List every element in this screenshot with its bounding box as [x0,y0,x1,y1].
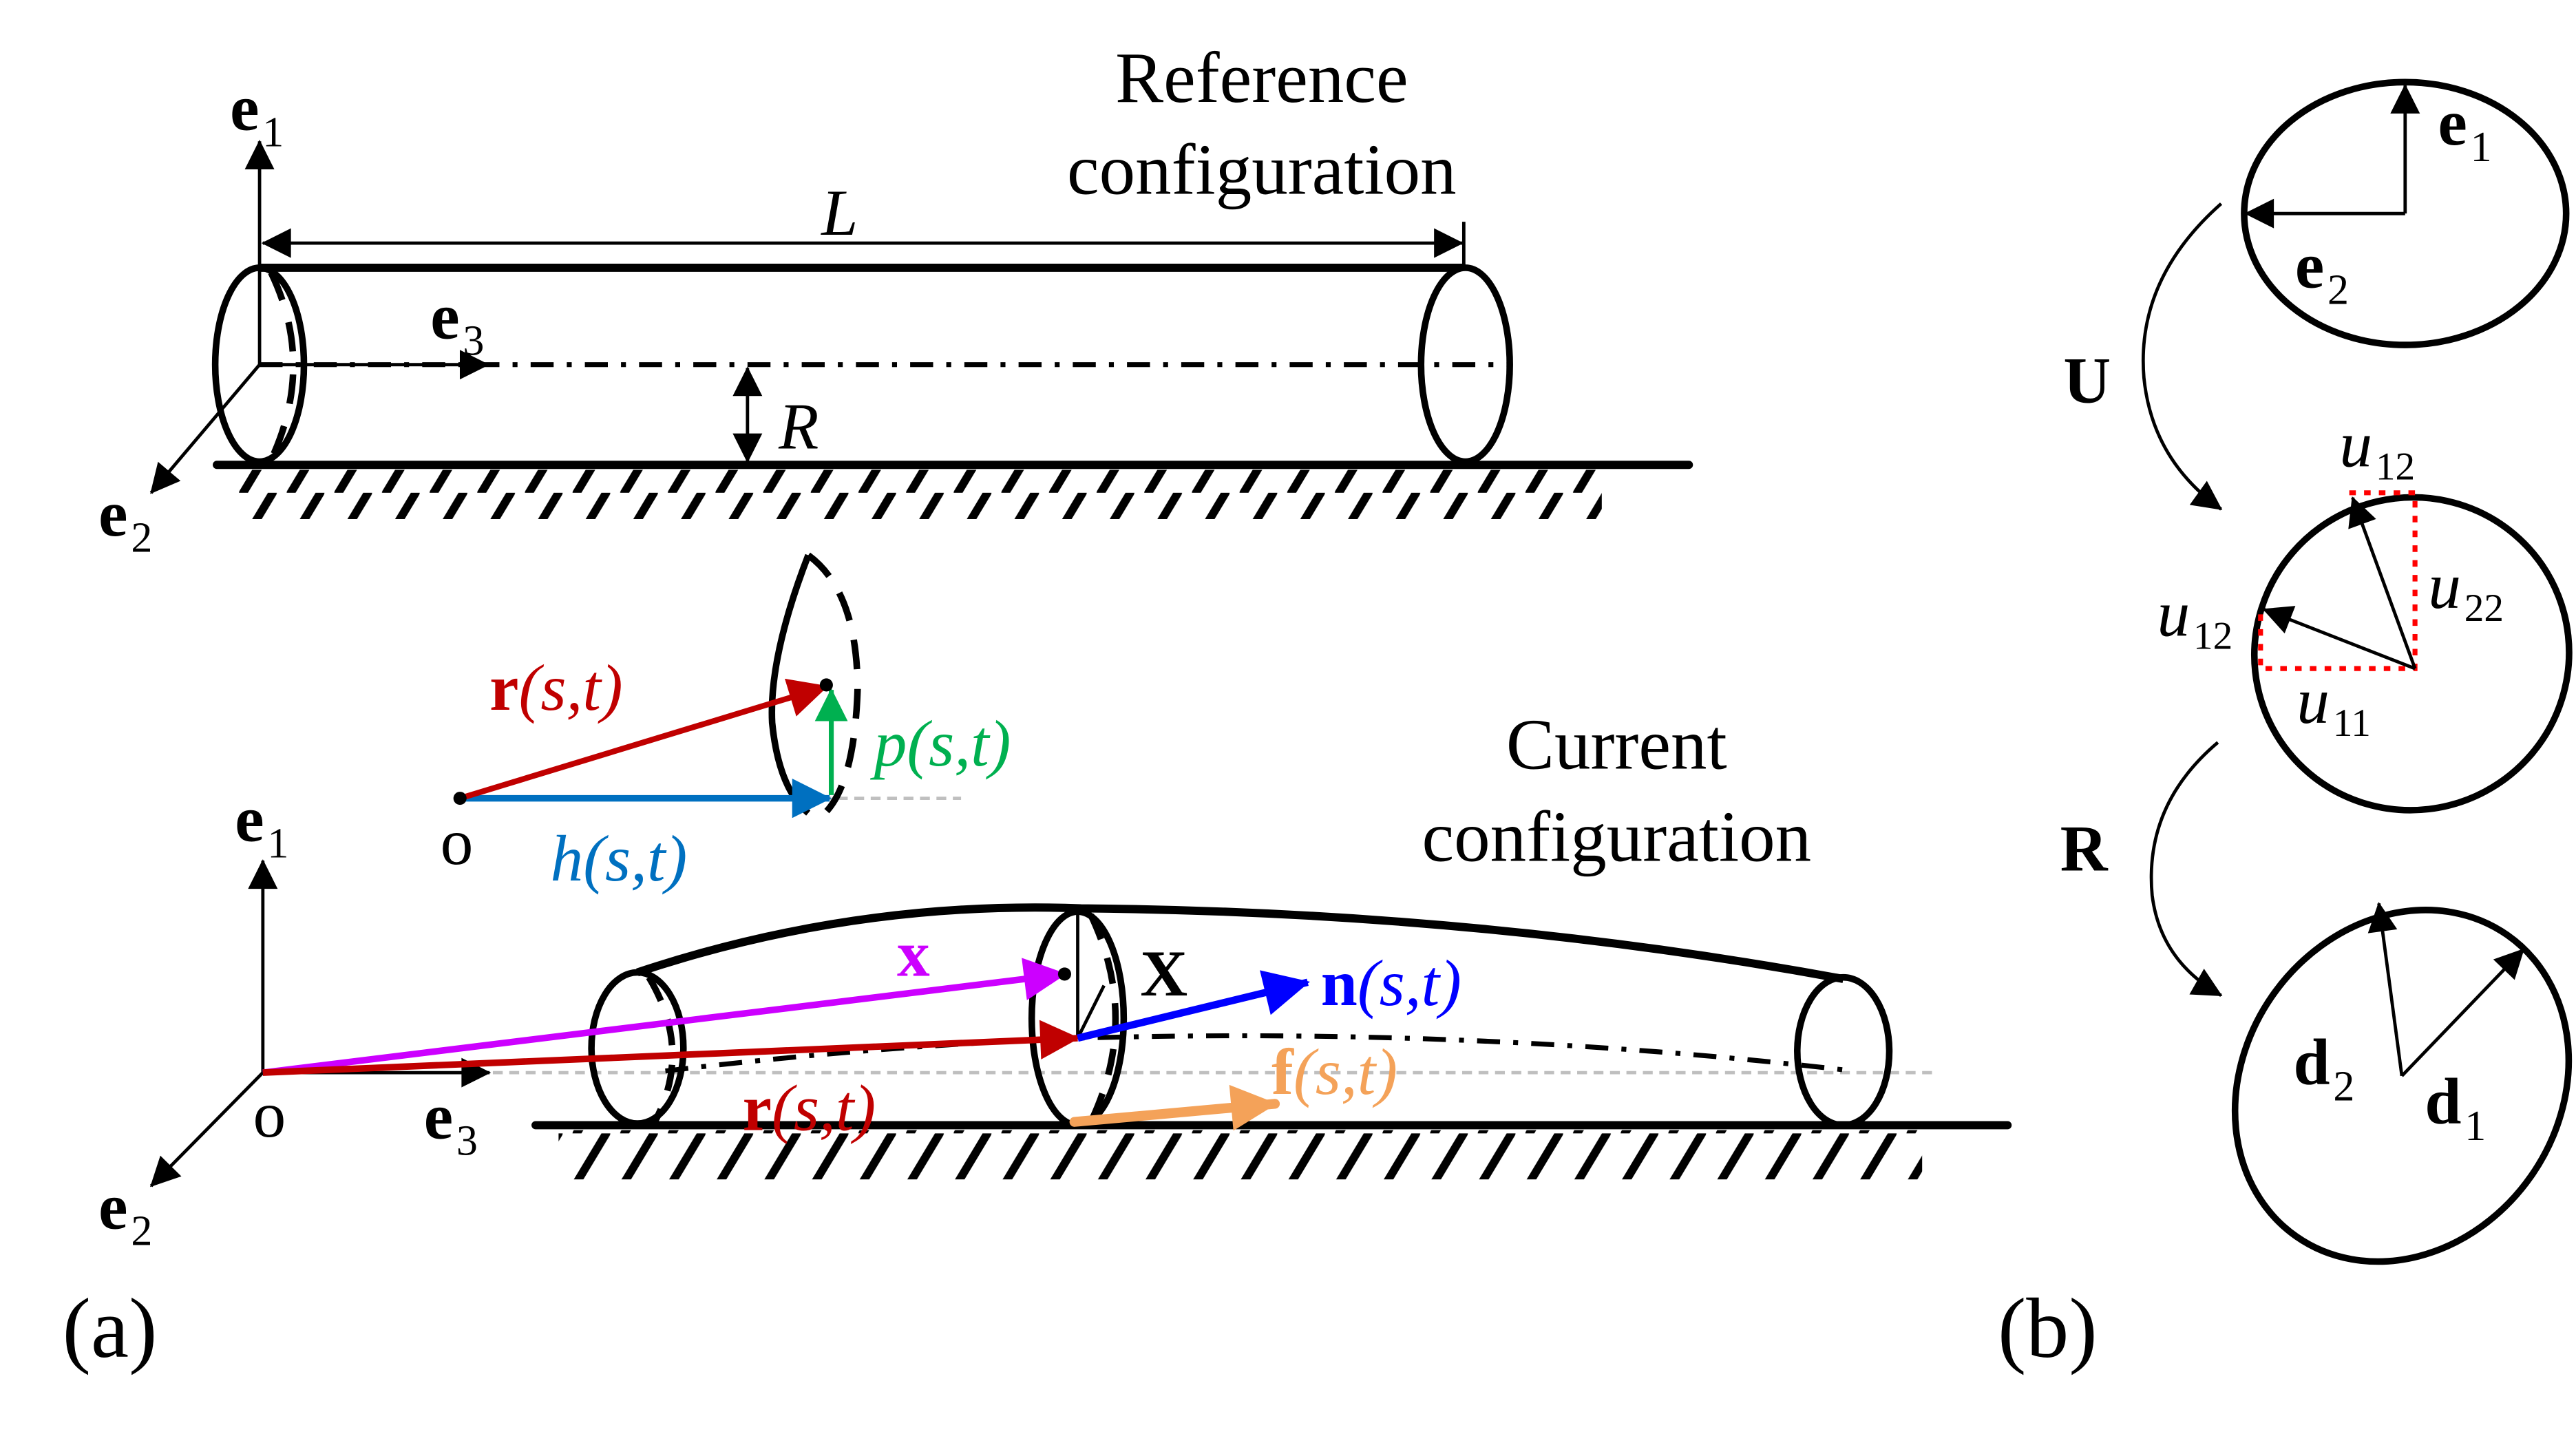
cylinder-left-hidden-rim [268,271,297,462]
r-vector-current-label: r(s,t) [743,1072,876,1145]
reference-title-line1: Reference [1115,37,1408,118]
panel-a-label: (a) [63,1280,158,1375]
material-point [1057,967,1071,981]
current-title-line1: Current [1506,704,1727,785]
section-X-line [1076,984,1106,1040]
p-vector-label: p(s,t) [870,707,1011,780]
ref-axis-e2 [149,363,261,494]
inset-section-center-point [819,678,833,692]
rotated-section [2231,907,2573,1265]
cur-origin-label: o [253,1078,286,1151]
d1-arrow [2400,948,2525,1077]
r-vector-inset-label: r(s,t) [489,651,622,724]
f-vector-label: f(s,t) [1271,1035,1397,1108]
n-vector-label: n(s,t) [1321,947,1461,1020]
deformed-rod-right-end [1794,973,1893,1129]
stretched-section [2251,494,2573,814]
deformed-centerline [665,1033,1854,1074]
ground-hatch [238,470,1602,519]
length-label: L [820,176,858,249]
deformed-rod-middle-hidden-rim [1088,913,1119,1124]
h-vector-label: h(s,t) [550,822,687,895]
stretched-e2-arrow [2262,606,2416,671]
inset-section-back-rim [806,552,861,819]
inset-origin-point [453,792,467,805]
rotation-transform-arrow [2149,741,2223,998]
deformed-rod-left-hidden-rim [646,976,676,1126]
cur-axis-e2 [149,1071,264,1188]
rotation-R-label: R [2060,812,2109,885]
inset-section-front-rim [768,553,812,816]
x-vector [262,958,1067,1076]
deformed-rod-left-end [588,969,687,1127]
deformed-rod-top-edge [636,903,1844,983]
reference-title-line2: configuration [1067,129,1457,210]
inset-origin-label: o [441,805,474,878]
n-vector [1077,970,1310,1042]
stretch-transform-arrow [2141,202,2223,511]
X-label: X [1140,937,1187,1010]
r-vector-inset [458,678,829,801]
current-title-line2: configuration [1422,796,1811,876]
stretched-e1-arrow [2348,496,2417,669]
radius-label: R [778,390,819,463]
r-vector-current [262,1020,1080,1076]
cross-section-inset: o r(s,t) h(s,t) p(s,t) [441,552,1011,895]
d2-arrow [2367,902,2404,1077]
f-vector [1069,1084,1280,1131]
stretch-U-label: U [2063,344,2111,417]
undeformed-section [2241,78,2570,348]
x-vector-label: x [897,917,930,990]
current-ground-hatch [558,1130,1923,1180]
panel-b-label: (b) [1998,1280,2098,1375]
